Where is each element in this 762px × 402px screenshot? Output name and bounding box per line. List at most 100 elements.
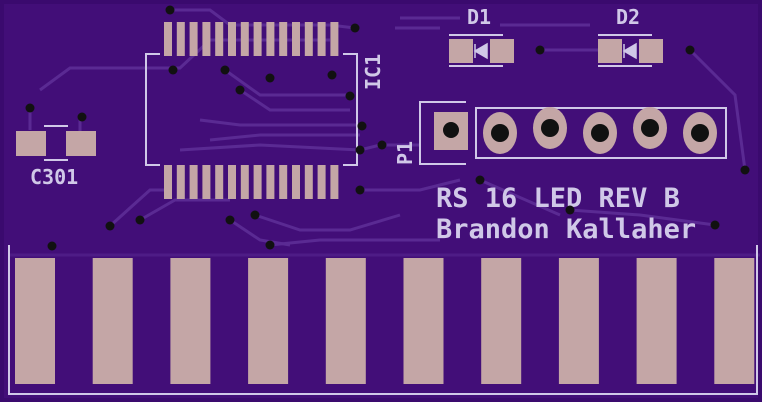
p1-pin-1-hole (443, 122, 459, 138)
via (250, 210, 260, 220)
edge-connector-pads (15, 258, 755, 384)
ic1-pin-top (202, 22, 211, 56)
ic1-pin-top (304, 22, 313, 56)
ic1-pin-top (164, 22, 172, 56)
via (355, 145, 365, 155)
edge-pad (481, 258, 522, 384)
ic1-pins-top (164, 22, 339, 56)
edge-pad (248, 258, 289, 384)
d2-pad-left (598, 39, 622, 63)
d2-diode-symbol (622, 42, 637, 60)
ic1-pin-top (266, 22, 275, 56)
header-p1: P1 (393, 101, 727, 165)
ic1-label: IC1 (361, 54, 385, 90)
c301-label: C301 (30, 165, 78, 189)
edge-pad (403, 258, 444, 384)
ic1-pin-bottom (253, 165, 262, 199)
via (265, 240, 275, 250)
d2-label: D2 (616, 5, 640, 29)
d1-label: D1 (467, 5, 491, 29)
via (685, 45, 695, 55)
edge-pad (636, 258, 677, 384)
p1-pin-hole (541, 119, 559, 137)
ic1-pin-top (253, 22, 262, 56)
via (225, 215, 235, 225)
via (740, 165, 750, 175)
d1-pad-right (490, 39, 514, 63)
via (327, 70, 337, 80)
via (47, 241, 57, 251)
via (220, 65, 230, 75)
via (168, 65, 178, 75)
p1-pin-hole (691, 124, 709, 142)
via (25, 103, 35, 113)
p1-round-pins (483, 107, 717, 154)
p1-pin-hole (641, 119, 659, 137)
board-author: Brandon Kallaher (436, 214, 696, 245)
ic1-pin-top (240, 22, 249, 56)
p1-pin-hole (591, 124, 609, 142)
ic1-pin-bottom (164, 165, 172, 199)
via (345, 91, 355, 101)
board-title: RS 16 LED REV B (436, 183, 680, 214)
via (357, 121, 367, 131)
ic1-pin-bottom (228, 165, 236, 199)
diode-d2: D2 (598, 5, 663, 67)
edge-pad (92, 258, 133, 384)
via (710, 220, 720, 230)
edge-pad (170, 258, 211, 384)
ic1-pin-bottom (202, 165, 211, 199)
via (377, 140, 387, 150)
ic1-pin-top (215, 22, 224, 56)
via (135, 215, 145, 225)
via (350, 23, 360, 33)
ic1-pin-bottom (292, 165, 300, 199)
ic1-pin-top (176, 22, 185, 56)
c301-pad-left (16, 131, 46, 156)
d2-pad-right (639, 39, 663, 63)
ic1-pin-top (292, 22, 300, 56)
via (235, 85, 245, 95)
via (165, 5, 175, 15)
ic1-pin-top (279, 22, 288, 56)
via (265, 73, 275, 83)
ic1-pin-bottom (266, 165, 275, 199)
via (475, 175, 485, 185)
edge-pad (714, 258, 755, 384)
capacitor-c301: C301 (16, 125, 96, 189)
ic1-pin-bottom (317, 165, 326, 199)
p1-label: P1 (393, 141, 417, 165)
ic1-pin-top (228, 22, 236, 56)
d1-pad-left (449, 39, 473, 63)
ic-ic1: IC1 (145, 22, 385, 199)
edge-pad (15, 258, 55, 384)
ic1-pin-bottom (240, 165, 249, 199)
via (535, 45, 545, 55)
via (565, 205, 575, 215)
edge-connector-outline (8, 245, 758, 395)
copper-traces (10, 8, 760, 257)
ic1-outline (145, 53, 358, 166)
ic1-pin-bottom (189, 165, 198, 199)
ic1-pin-bottom (304, 165, 313, 199)
diode-d1: D1 (449, 5, 514, 67)
p1-outline (475, 107, 727, 159)
c301-pad-right (66, 131, 96, 156)
ic1-pin-bottom (215, 165, 224, 199)
vias (25, 5, 750, 251)
p1-pin-hole (491, 124, 509, 142)
ic1-pins-bottom (164, 165, 339, 199)
ic1-pin-top (317, 22, 326, 56)
via (77, 112, 87, 122)
d1-diode-symbol (473, 42, 488, 60)
ic1-pin-bottom (279, 165, 288, 199)
edge-pad (325, 258, 366, 384)
edge-pad (558, 258, 599, 384)
ic1-pin-top (189, 22, 198, 56)
via (105, 221, 115, 231)
ic1-pin-top (330, 22, 339, 56)
via (355, 185, 365, 195)
ic1-pin-bottom (330, 165, 339, 199)
p1-bracket (419, 101, 466, 165)
